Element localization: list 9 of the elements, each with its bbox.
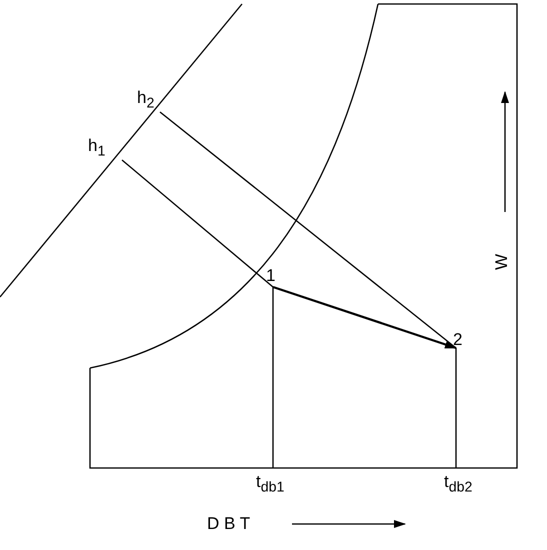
point-label: h$_{2}$ [137, 88, 154, 114]
state-point-label: 1 [266, 266, 276, 286]
state-point-label: 2 [453, 330, 462, 350]
axis-label: W [492, 254, 512, 270]
axis-tick-label: t$_{db1}$ [256, 472, 284, 498]
point-label: h$_{1}$ [88, 136, 106, 162]
axis-tick-label: t$_{db2}$ [444, 472, 472, 498]
axis-label: D B T [207, 514, 250, 534]
process-arrow [272, 286, 457, 350]
